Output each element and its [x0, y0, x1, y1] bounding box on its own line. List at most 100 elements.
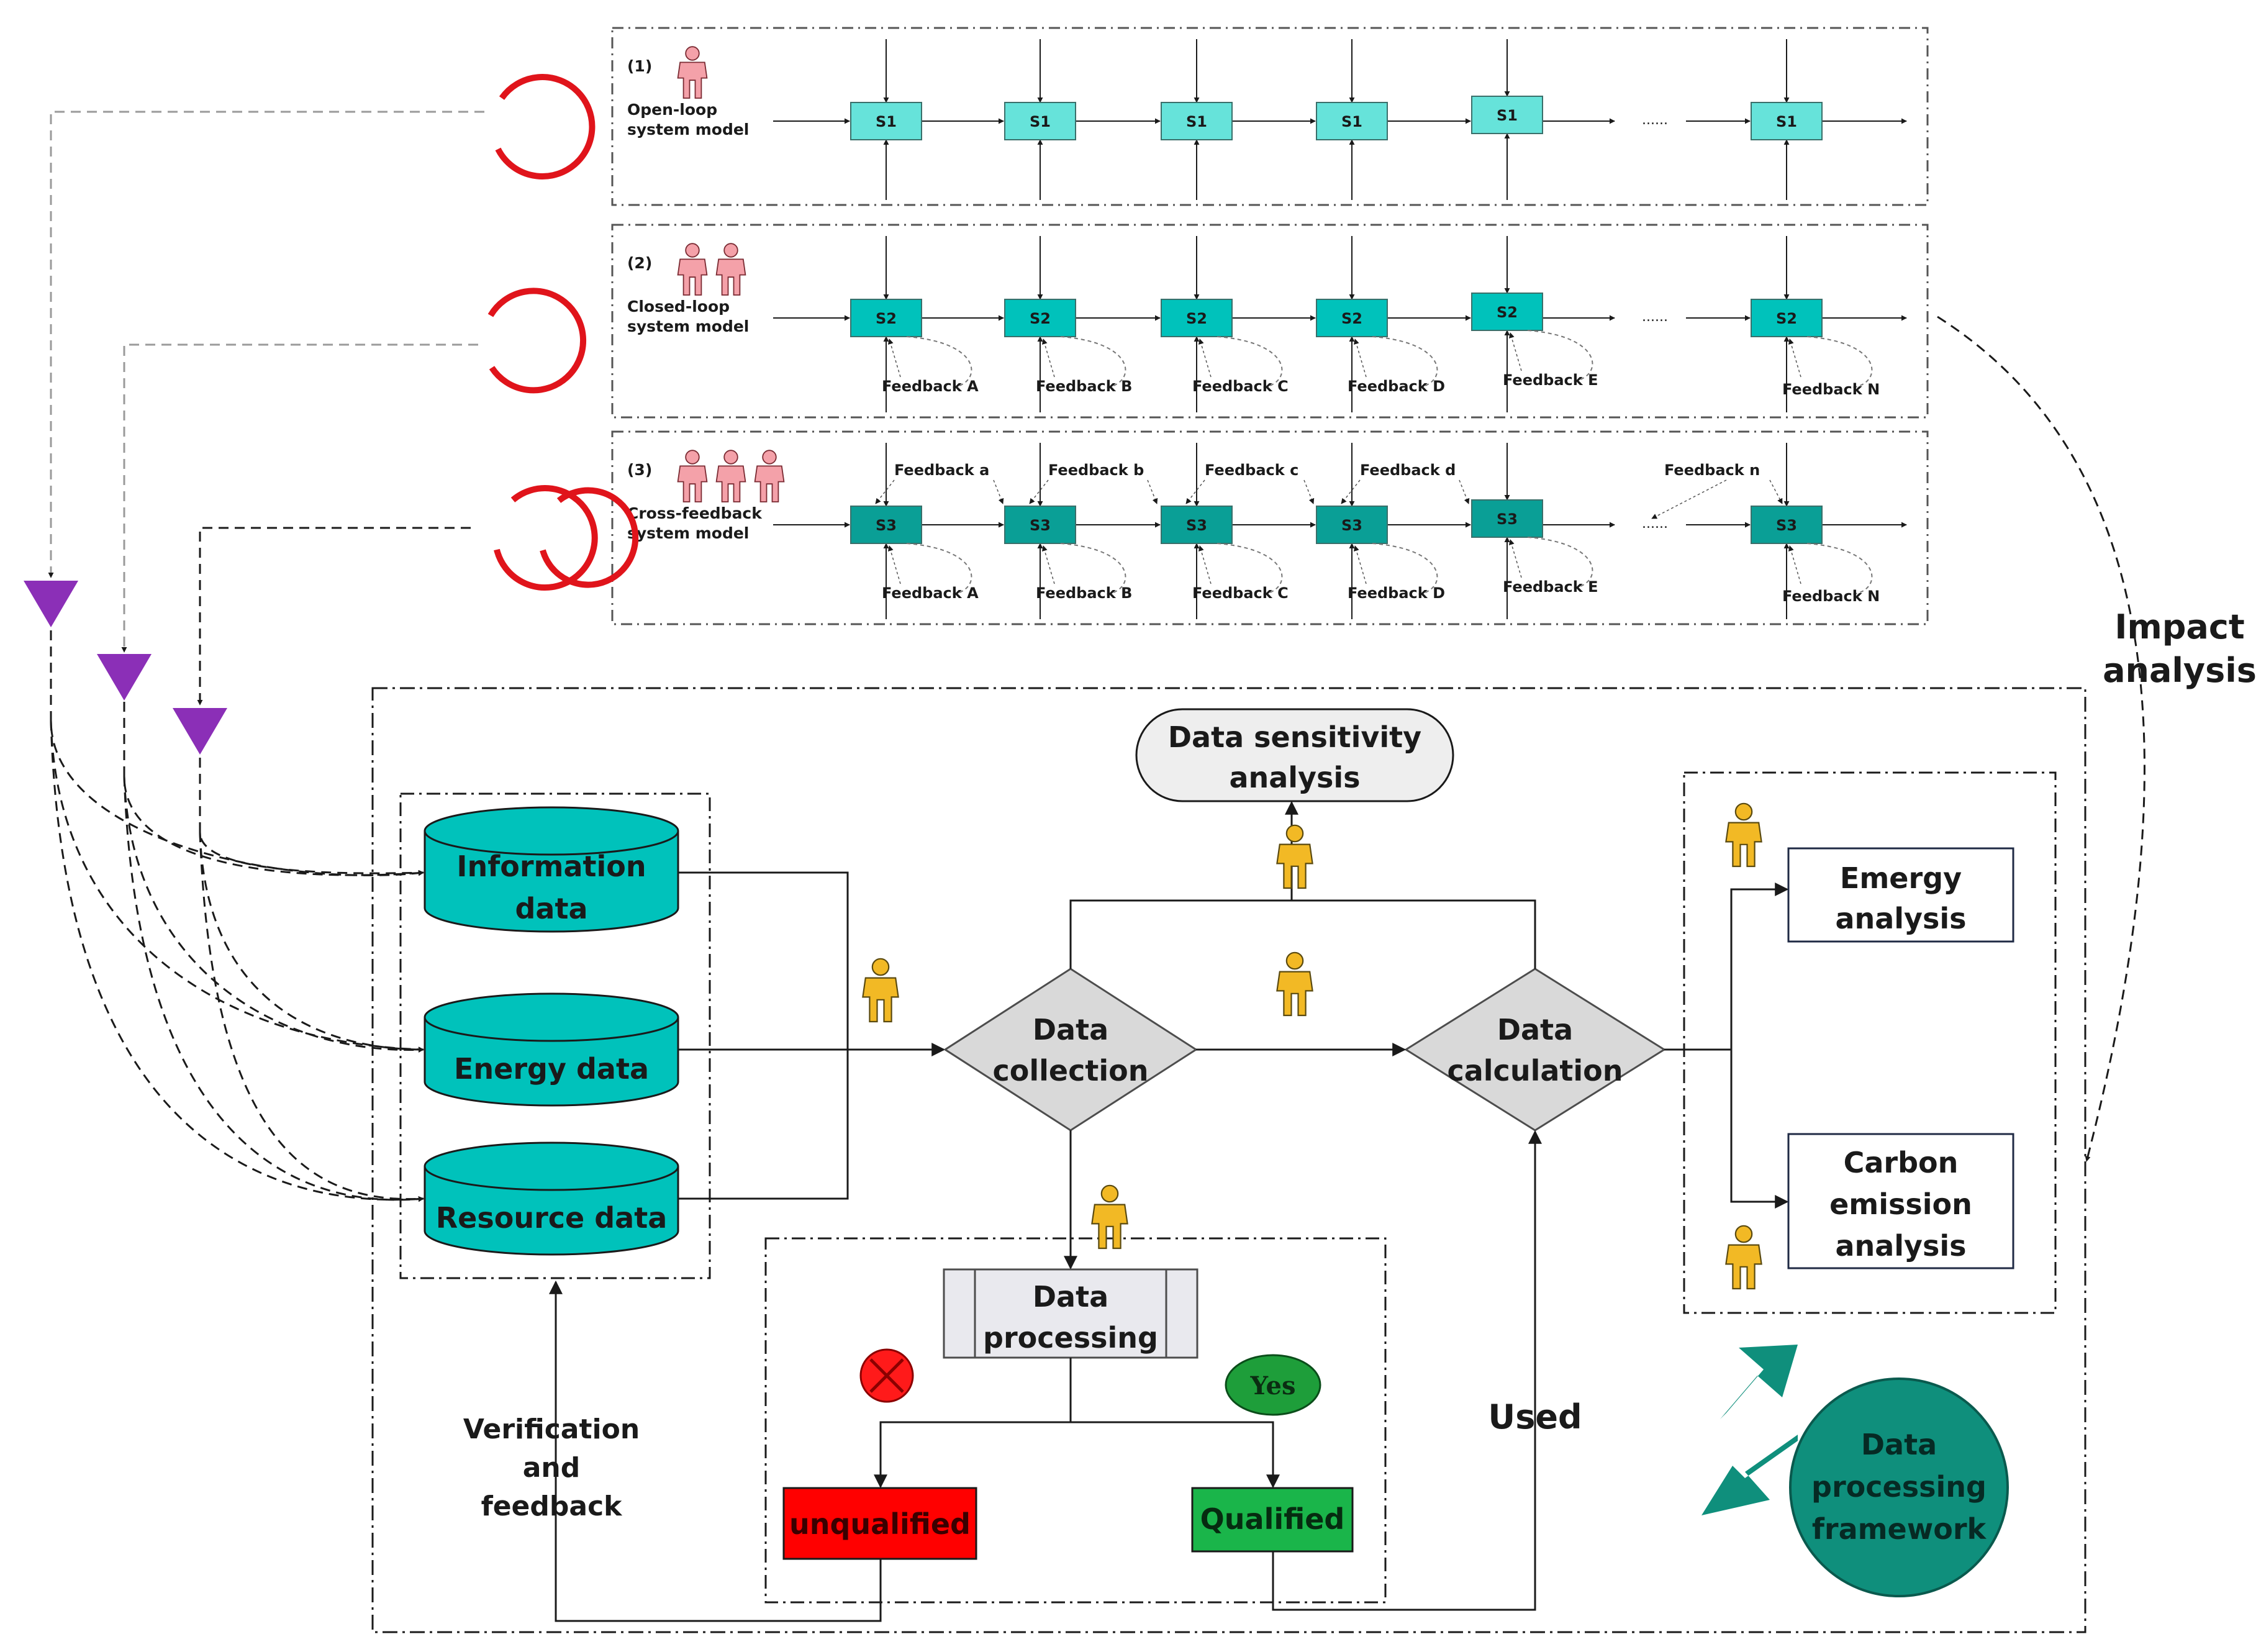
system-node: S3 — [850, 506, 922, 544]
feedback-label-below: Feedback A — [882, 584, 979, 602]
svg-text:S2: S2 — [1030, 310, 1051, 327]
open-loop-icon — [495, 74, 596, 180]
used-label: Used — [1488, 1397, 1582, 1436]
verification-feedback-label: Verification and feedback — [463, 1414, 640, 1522]
svg-text:emission: emission — [1829, 1187, 1972, 1221]
system-node: S2 — [1161, 299, 1233, 337]
ellipsis: ...... — [1642, 309, 1668, 325]
feedback-label-below: Feedback B — [1036, 584, 1132, 602]
feedback-label-below: Feedback D — [1348, 584, 1445, 602]
svg-text:Impact: Impact — [2114, 607, 2244, 647]
svg-text:Data sensitivity: Data sensitivity — [1168, 720, 1421, 754]
svg-text:S1: S1 — [1341, 113, 1362, 130]
data-calculation-node: Data calculation — [1404, 968, 1666, 1132]
system-node: S3 — [1161, 506, 1233, 544]
feedback-label-below: Feedback B — [1036, 378, 1132, 395]
yes-badge: Yes — [1225, 1354, 1321, 1416]
svg-text:processing: processing — [1811, 1470, 1987, 1504]
source-feed-curves — [50, 630, 424, 1202]
system-node: S3 — [1316, 506, 1388, 544]
svg-text:data: data — [515, 892, 588, 925]
ellipsis: ...... — [1642, 112, 1668, 128]
svg-text:S1: S1 — [1186, 113, 1207, 130]
loop-connectors — [48, 111, 484, 653]
feedback-label-below: Feedback N — [1782, 381, 1880, 398]
feedback-label-above: Feedback d — [1360, 461, 1456, 479]
outputs-group — [1683, 771, 2057, 1314]
svg-text:S2: S2 — [1186, 310, 1207, 327]
svg-text:S2: S2 — [1341, 310, 1362, 327]
svg-text:S3: S3 — [1030, 517, 1051, 534]
system-node: S3 — [1004, 506, 1076, 544]
svg-text:S3: S3 — [876, 517, 897, 534]
person-icon — [715, 450, 746, 502]
calculation-to-outputs-lines — [1664, 883, 1789, 1209]
model-title-line1: Closed-loop — [627, 297, 730, 315]
person-icon — [715, 243, 746, 296]
emergy-analysis-node: Emergy analysis — [1787, 847, 2014, 943]
svg-text:analysis: analysis — [1835, 1229, 1966, 1263]
svg-text:S2: S2 — [1497, 304, 1518, 321]
svg-text:Energy data: Energy data — [454, 1052, 649, 1086]
system-node: S3 — [1471, 499, 1543, 538]
processing-group — [764, 1237, 1387, 1604]
data-processing-node: Data processing — [943, 1268, 1198, 1359]
model-title-line1: Cross-feedback — [627, 504, 763, 522]
qualified-node: Qualified — [1191, 1487, 1354, 1553]
svg-text:S3: S3 — [1776, 517, 1797, 534]
svg-text:unqualified: unqualified — [789, 1507, 971, 1541]
svg-text:Information: Information — [456, 850, 646, 883]
data-sources-group — [399, 792, 711, 1279]
feedback-label-below: Feedback C — [1192, 378, 1289, 395]
person-icon — [754, 450, 785, 502]
system-node: S1 — [1004, 102, 1076, 140]
svg-text:calculation: calculation — [1447, 1054, 1623, 1087]
system-node: S3 — [1751, 506, 1823, 544]
feedback-label-above: Feedback n — [1664, 461, 1760, 479]
svg-text:S1: S1 — [1497, 107, 1518, 124]
svg-text:and: and — [523, 1452, 581, 1484]
source-to-collection-lines — [678, 871, 946, 1200]
system-node: S1 — [1751, 102, 1823, 140]
svg-text:S2: S2 — [876, 310, 897, 327]
cross-loop-connector — [197, 527, 471, 706]
ellipsis: ...... — [1642, 516, 1668, 532]
svg-text:Resource data: Resource data — [436, 1201, 668, 1235]
feedback-label-below: Feedback A — [882, 378, 979, 395]
feedback-label-above: Feedback c — [1205, 461, 1298, 479]
feedback-label-below: Feedback C — [1192, 584, 1289, 602]
data-collection-node: Data collection — [943, 968, 1198, 1132]
svg-text:feedback: feedback — [481, 1491, 623, 1522]
svg-text:S3: S3 — [1341, 517, 1362, 534]
svg-text:S2: S2 — [1776, 310, 1797, 327]
feedback-label-below: Feedback D — [1348, 378, 1445, 395]
feedback-label-below: Feedback N — [1782, 588, 1880, 605]
person-icon — [677, 450, 708, 502]
svg-text:S3: S3 — [1186, 517, 1207, 534]
svg-text:Data: Data — [1033, 1280, 1108, 1314]
model-number: (2) — [627, 254, 652, 272]
system-node: S2 — [1471, 293, 1543, 331]
system-node: S1 — [850, 102, 922, 140]
model-number: (1) — [627, 57, 652, 75]
model-title-line2: system model — [627, 120, 749, 138]
system-node: S1 — [1161, 102, 1233, 140]
system-node: S1 — [1316, 102, 1388, 140]
data-source-cylinder: Resource data — [424, 1141, 679, 1256]
svg-text:Emergy: Emergy — [1840, 861, 1962, 895]
feedback-label-below: Feedback E — [1503, 371, 1598, 389]
x-mark-icon — [859, 1348, 914, 1403]
processing-branch-lines — [874, 1358, 1280, 1489]
triangle-icon — [24, 581, 227, 755]
data-source-cylinder: Energy data — [424, 992, 679, 1107]
svg-text:S1: S1 — [876, 113, 897, 130]
svg-text:analysis: analysis — [1835, 902, 1966, 935]
feedback-label-above: Feedback a — [894, 461, 989, 479]
model-title-line2: system model — [627, 524, 749, 542]
system-node: S1 — [1471, 96, 1543, 134]
svg-text:Data: Data — [1861, 1428, 1937, 1461]
